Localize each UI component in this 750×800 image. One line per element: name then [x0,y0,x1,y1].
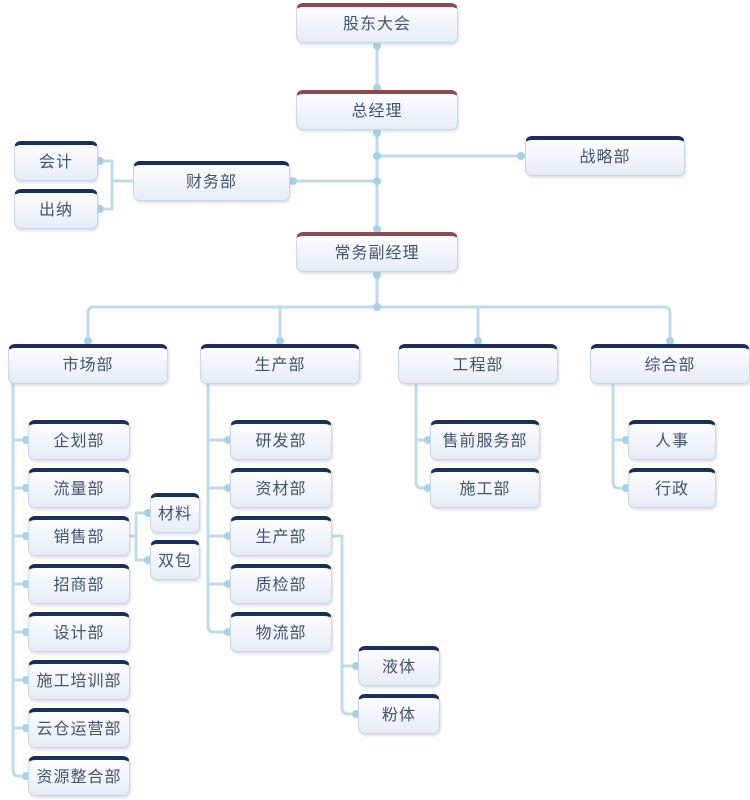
node-general-manager[interactable]: 总经理 [296,90,458,130]
node-engineering-dept[interactable]: 工程部 [398,344,558,384]
node-label: 股东大会 [342,15,411,33]
node-label: 招商部 [53,576,105,594]
connector-production-children [206,382,231,634]
node-general-affairs-dept[interactable]: 综合部 [590,344,750,384]
node-deputy-manager[interactable]: 常务副经理 [296,232,458,272]
node-marketing-dept[interactable]: 市场部 [8,344,168,384]
node-liquid[interactable]: 液体 [358,646,440,686]
node-label: 销售部 [53,528,105,546]
node-label: 资源整合部 [36,768,122,786]
node-label: 市场部 [62,356,114,374]
node-label: 资材部 [255,480,307,498]
node-production-sub-dept[interactable]: 生产部 [230,516,332,556]
node-hr[interactable]: 人事 [628,420,716,460]
node-label: 综合部 [644,356,696,374]
node-production-dept[interactable]: 生产部 [200,344,360,384]
node-sales-dept[interactable]: 销售部 [28,516,130,556]
node-label: 出纳 [38,201,73,219]
node-label: 生产部 [255,528,307,546]
node-construction-training-dept[interactable]: 施工培训部 [28,660,130,700]
node-label: 设计部 [53,624,105,642]
node-material[interactable]: 材料 [150,493,200,533]
node-label: 企划部 [53,432,105,450]
node-quality-dept[interactable]: 质检部 [230,564,332,604]
node-resource-integration-dept[interactable]: 资源整合部 [28,756,130,796]
node-presales-service-dept[interactable]: 售前服务部 [430,420,540,460]
node-label: 工程部 [452,356,504,374]
node-design-dept[interactable]: 设计部 [28,612,130,652]
node-label: 粉体 [381,706,416,724]
node-investment-dept[interactable]: 招商部 [28,564,130,604]
node-label: 常务副经理 [334,244,420,262]
node-label: 行政 [654,480,689,498]
node-powder[interactable]: 粉体 [358,694,440,734]
connector-general-children [611,382,629,490]
node-label: 施工培训部 [36,672,122,690]
node-label: 售前服务部 [442,432,528,450]
node-finance-dept[interactable]: 财务部 [133,161,290,201]
node-label: 财务部 [185,173,237,191]
node-label: 人事 [654,432,689,450]
node-double-package[interactable]: 双包 [150,540,200,580]
node-label: 液体 [381,658,416,676]
node-planning-dept[interactable]: 企划部 [28,420,130,460]
node-label: 云仓运营部 [36,720,122,738]
connector-sales-children [128,511,151,562]
node-traffic-dept[interactable]: 流量部 [28,468,130,508]
node-label: 研发部 [255,432,307,450]
node-logistics-dept[interactable]: 物流部 [230,612,332,652]
node-construction-dept[interactable]: 施工部 [430,468,540,508]
node-label: 战略部 [579,148,631,166]
node-cloud-warehouse-dept[interactable]: 云仓运营部 [28,708,130,748]
node-label: 双包 [157,552,192,570]
connector-production-sub-children [330,534,359,716]
node-cashier[interactable]: 出纳 [14,189,98,229]
node-label: 施工部 [459,480,511,498]
node-admin[interactable]: 行政 [628,468,716,508]
node-label: 流量部 [53,480,105,498]
node-materials-supply-dept[interactable]: 资材部 [230,468,332,508]
node-strategy-dept[interactable]: 战略部 [525,136,685,176]
node-label: 会计 [38,153,73,171]
node-label: 质检部 [255,576,307,594]
node-accounting[interactable]: 会计 [14,141,98,181]
node-label: 物流部 [255,624,307,642]
connector-finance-children [98,159,136,211]
connector-marketing-children [11,382,29,778]
node-label: 材料 [157,505,192,523]
node-label: 总经理 [351,102,403,120]
node-rnd-dept[interactable]: 研发部 [230,420,332,460]
node-shareholders-meeting[interactable]: 股东大会 [296,3,458,43]
node-label: 生产部 [254,356,306,374]
connector-engineering-children [414,382,431,490]
